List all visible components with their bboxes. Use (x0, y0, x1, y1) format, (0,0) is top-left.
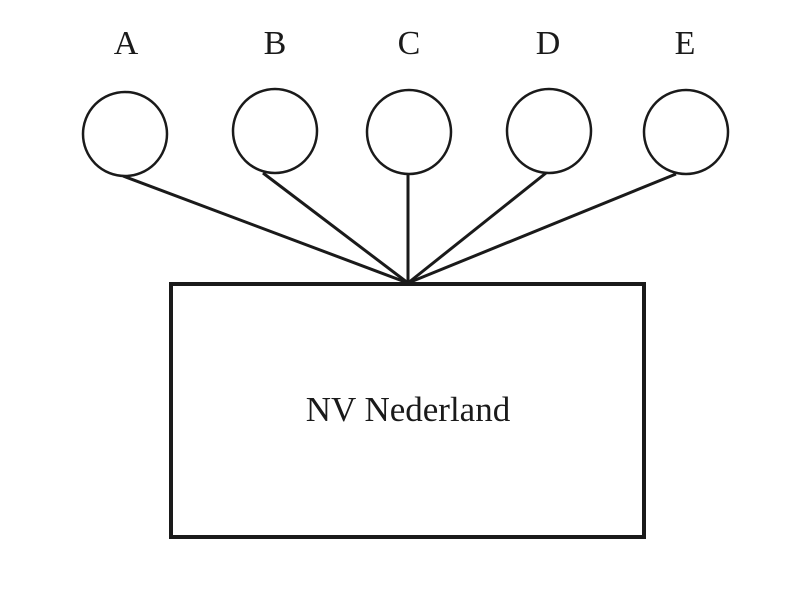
node-label-d: D (536, 25, 561, 62)
link-d (407, 171, 547, 285)
node-c: C (365, 25, 453, 176)
node-label-a: A (114, 25, 139, 62)
link-a (122, 174, 409, 285)
node-circle-e (642, 88, 730, 176)
link-e (407, 172, 677, 285)
node-circle-d (505, 87, 593, 175)
link-b (262, 171, 409, 285)
node-circle-b (231, 87, 319, 175)
node-e: E (642, 25, 730, 176)
node-circle-a (81, 90, 169, 178)
node-a: A (81, 25, 169, 178)
node-circle-c (365, 88, 453, 176)
entity-nv-nederland: NV Nederland (169, 282, 646, 539)
entity-box (169, 282, 646, 539)
node-label-e: E (675, 25, 696, 62)
node-b: B (231, 25, 319, 175)
node-d: D (505, 25, 593, 175)
node-label-c: C (398, 25, 421, 62)
entity-label: NV Nederland (306, 390, 511, 429)
node-label-b: B (264, 25, 287, 62)
